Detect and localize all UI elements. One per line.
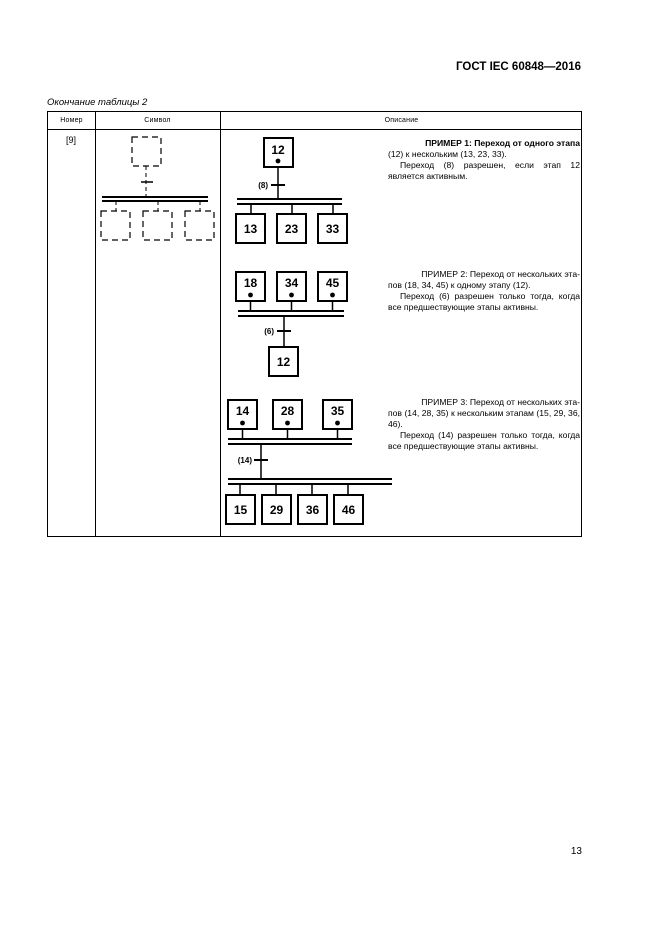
row-number: [9] [66,135,77,145]
svg-text:36: 36 [306,503,320,517]
generic-bottom-steps [100,210,215,241]
step-box-28: 28 [272,399,303,430]
svg-text:29: 29 [270,503,284,517]
active-token-icon [275,158,281,164]
example-1-diagram: 12 (8) 13 23 33 [235,137,348,244]
example-2-description: ПРИМЕР 2: Переход от нескольких эта- пов… [388,269,580,312]
step-box-35: 35 [322,399,353,430]
transition-label: (14) [238,456,253,465]
svg-text:33: 33 [326,222,340,236]
svg-text:15: 15 [234,503,248,517]
example-1-description: ПРИМЕР 1: Переход от одного этапа (12) к… [388,138,580,181]
generic-symbol-diagram [100,136,215,241]
svg-text:35: 35 [331,404,345,418]
svg-text:23: 23 [285,222,299,236]
step-box-12: 12 [263,137,294,168]
svg-text:14: 14 [236,404,250,418]
generic-bottom-links [115,201,201,211]
example-2-diagram: 18 34 45 (6) 12 [235,271,348,377]
step-box-15: 15 [225,494,256,525]
standard-header: ГОСТ IEC 60848—2016 [456,61,581,73]
transition-label: (6) [264,327,274,336]
step-box-18: 18 [235,271,266,302]
active-token-icon [285,420,290,426]
table-caption: Окончание таблицы 2 [47,97,148,108]
step-box-45: 45 [317,271,348,302]
column-header-description: Описание [384,117,419,124]
table: Номер Символ Описание [9] 12 (8) [47,111,582,537]
page-number: 13 [570,846,582,857]
step-box-34: 34 [276,271,307,302]
step-box-36: 36 [297,494,328,525]
transition-label: (8) [258,181,268,190]
step-box-46: 46 [333,494,364,525]
example-3-description: ПРИМЕР 3: Переход от нескольких эта- пов… [388,397,580,451]
svg-text:45: 45 [326,276,340,290]
svg-text:18: 18 [244,276,258,290]
svg-text:12: 12 [271,143,285,157]
step-box-33: 33 [317,213,348,244]
svg-text:12: 12 [277,355,291,369]
step-box-12: 12 [268,346,299,377]
active-token-icon [248,292,253,298]
svg-text:46: 46 [342,503,356,517]
svg-text:34: 34 [285,276,299,290]
svg-text:28: 28 [281,404,295,418]
example-3-diagram: 14 28 35 (14) 15 2 [225,399,392,525]
column-header-number: Номер [60,117,83,124]
step-box-13: 13 [235,213,266,244]
svg-text:13: 13 [244,222,258,236]
active-token-icon [335,420,340,426]
active-token-icon [289,292,294,298]
active-token-icon [240,420,245,426]
column-header-symbol: Символ [144,117,171,124]
active-token-icon [330,292,335,298]
generic-top-step [131,136,162,167]
step-box-23: 23 [276,213,307,244]
step-box-14: 14 [227,399,258,430]
step-box-29: 29 [261,494,292,525]
